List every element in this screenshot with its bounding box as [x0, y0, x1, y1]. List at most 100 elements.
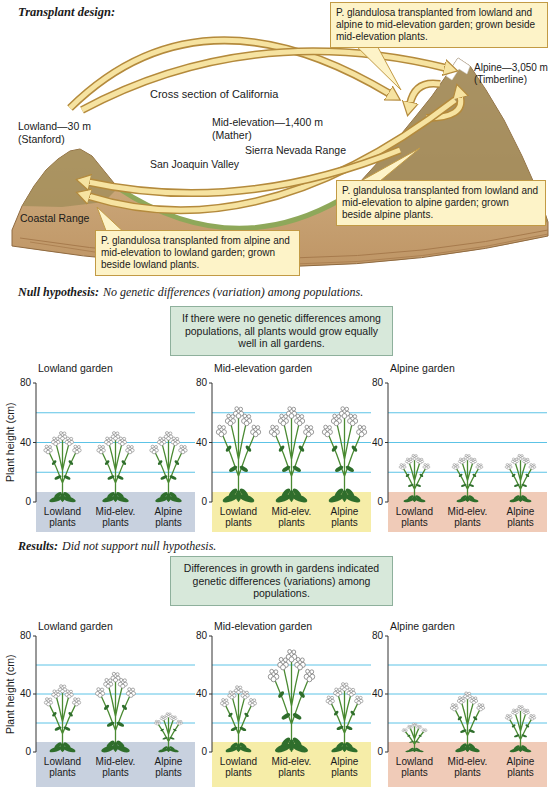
tick-label: 0: [377, 496, 383, 508]
chart-axis: [385, 502, 388, 503]
grid-line: [388, 665, 547, 666]
section-statement: Did not support null hypothesis.: [62, 539, 216, 553]
plant-figure: [216, 407, 260, 504]
transplant-arrow: [410, 83, 440, 104]
plant-label: Alpine plants: [318, 756, 371, 778]
chart-axis: [385, 383, 388, 384]
site-label: Lowland—30 m (Stanford): [18, 120, 104, 145]
chart-axis: [33, 442, 36, 443]
plant-figure: [220, 686, 256, 754]
plant-figure: [154, 713, 182, 753]
panel-title: Alpine garden: [390, 362, 455, 375]
hypothesis-box: If there were no genetic differences amo…: [170, 306, 393, 356]
plant-figure: [97, 432, 134, 504]
box-text: If there were no genetic differences amo…: [177, 312, 386, 350]
plant-figure: [326, 683, 363, 754]
plant-figure: [450, 692, 484, 753]
chart-axis: [209, 502, 212, 503]
chart-axis: [209, 383, 212, 384]
section-heading: Results:: [18, 539, 58, 553]
plant-label: Lowland plants: [388, 506, 441, 528]
box-text: Differences in growth in gardens indicat…: [177, 562, 386, 600]
callout-box: P. glandulosa transplanted from alpine a…: [95, 230, 300, 276]
plant-band: [36, 492, 547, 787]
plant-band: Lowland plantsMid-elev. plantsAlpine pla…: [36, 492, 195, 532]
section-heading: Null hypothesis:: [18, 285, 99, 299]
transplant-arrow: [410, 83, 440, 104]
chart-axis: [209, 442, 212, 443]
panel-title: Alpine garden: [390, 620, 455, 633]
plant-label: Lowland plants: [212, 506, 265, 528]
tick-label: 40: [196, 688, 207, 700]
plant-figure: [399, 454, 430, 503]
plant-figure: [44, 432, 81, 504]
plant-label: Alpine plants: [142, 506, 195, 528]
axis-title: Plant height (cm): [5, 403, 18, 482]
result-box: Differences in growth in gardens indicat…: [170, 556, 393, 606]
callout-box: P. glandulosa transplanted from lowland …: [336, 180, 546, 226]
plant-band: Lowland plantsMid-elev. plantsAlpine pla…: [388, 492, 547, 532]
plant-band: Lowland plantsMid-elev. plantsAlpine pla…: [212, 492, 371, 532]
chart-axis: [33, 694, 36, 695]
plant-label: Alpine plants: [142, 756, 195, 778]
plant-figure: [402, 723, 427, 753]
range-label: Sierra Nevada Range: [245, 144, 346, 157]
site-label: Alpine—3,050 m (Timberline): [474, 62, 556, 86]
box-text: P. glandulosa transplanted from lowland …: [336, 7, 542, 43]
valley-label: San Joaquin Valley: [150, 158, 239, 171]
chart-axis: [385, 752, 388, 753]
tick-label: 80: [372, 630, 383, 642]
section-heading: Transplant design:: [18, 5, 115, 20]
tick-label: 80: [196, 377, 207, 389]
panel-title: Mid-elevation garden: [214, 362, 312, 375]
plant-figure: [44, 407, 536, 755]
plant-figure: [505, 454, 536, 503]
tick-label: 40: [196, 437, 207, 449]
plant-label: Lowland plants: [36, 756, 89, 778]
plant-band: Lowland plantsMid-elev. plantsAlpine pla…: [388, 742, 547, 787]
plant-label: Mid-elev. plants: [265, 756, 318, 778]
plant-label: Mid-elev. plants: [441, 756, 494, 778]
plant-figure: [452, 454, 483, 503]
tick-label: 40: [372, 688, 383, 700]
tick-label: 0: [201, 496, 207, 508]
panel-title: Mid-elevation garden: [214, 620, 312, 633]
callout-box: P. glandulosa transplanted from lowland …: [330, 2, 548, 48]
section-statement: No genetic differences (variation) among…: [103, 285, 363, 299]
tick-label: 80: [20, 377, 31, 389]
grid-line: [36, 665, 195, 666]
plant-figure: [322, 407, 366, 504]
cross-section: [446, 58, 470, 80]
plant-figure: [44, 685, 80, 754]
chart-axis: [33, 383, 36, 384]
tick-label: 80: [372, 377, 383, 389]
plant-label: Mid-elev. plants: [265, 506, 318, 528]
chart-axis: [33, 636, 36, 637]
plant-figure: [268, 650, 314, 755]
plant-band: Lowland plantsMid-elev. plantsAlpine pla…: [36, 742, 195, 787]
plant-label: Lowland plants: [36, 506, 89, 528]
tick-label: 80: [196, 630, 207, 642]
chart-axis: [385, 694, 388, 695]
chart-axis: [209, 694, 212, 695]
plant-figure: [96, 672, 136, 754]
panel-title: Lowland garden: [38, 362, 113, 375]
plant-band: Lowland plantsMid-elev. plantsAlpine pla…: [212, 742, 371, 787]
tick-label: 40: [20, 688, 31, 700]
tick-label: 0: [25, 746, 31, 758]
plant-label: Lowland plants: [388, 756, 441, 778]
tick-label: 80: [20, 630, 31, 642]
plant-label: Mid-elev. plants: [89, 756, 142, 778]
plant-label: Mid-elev. plants: [441, 506, 494, 528]
tick-label: 40: [20, 437, 31, 449]
site-label: Mid-elevation—1,400 m (Mather): [212, 116, 350, 141]
plant-figure: [505, 705, 536, 753]
plant-label: Alpine plants: [494, 756, 547, 778]
box-text: P. glandulosa transplanted from lowland …: [342, 185, 540, 221]
box-text: P. glandulosa transplanted from alpine a…: [101, 235, 294, 271]
chart-axis: [33, 752, 36, 753]
tick-label: 40: [372, 437, 383, 449]
plant-label: Mid-elev. plants: [89, 506, 142, 528]
tick-label: 0: [377, 746, 383, 758]
